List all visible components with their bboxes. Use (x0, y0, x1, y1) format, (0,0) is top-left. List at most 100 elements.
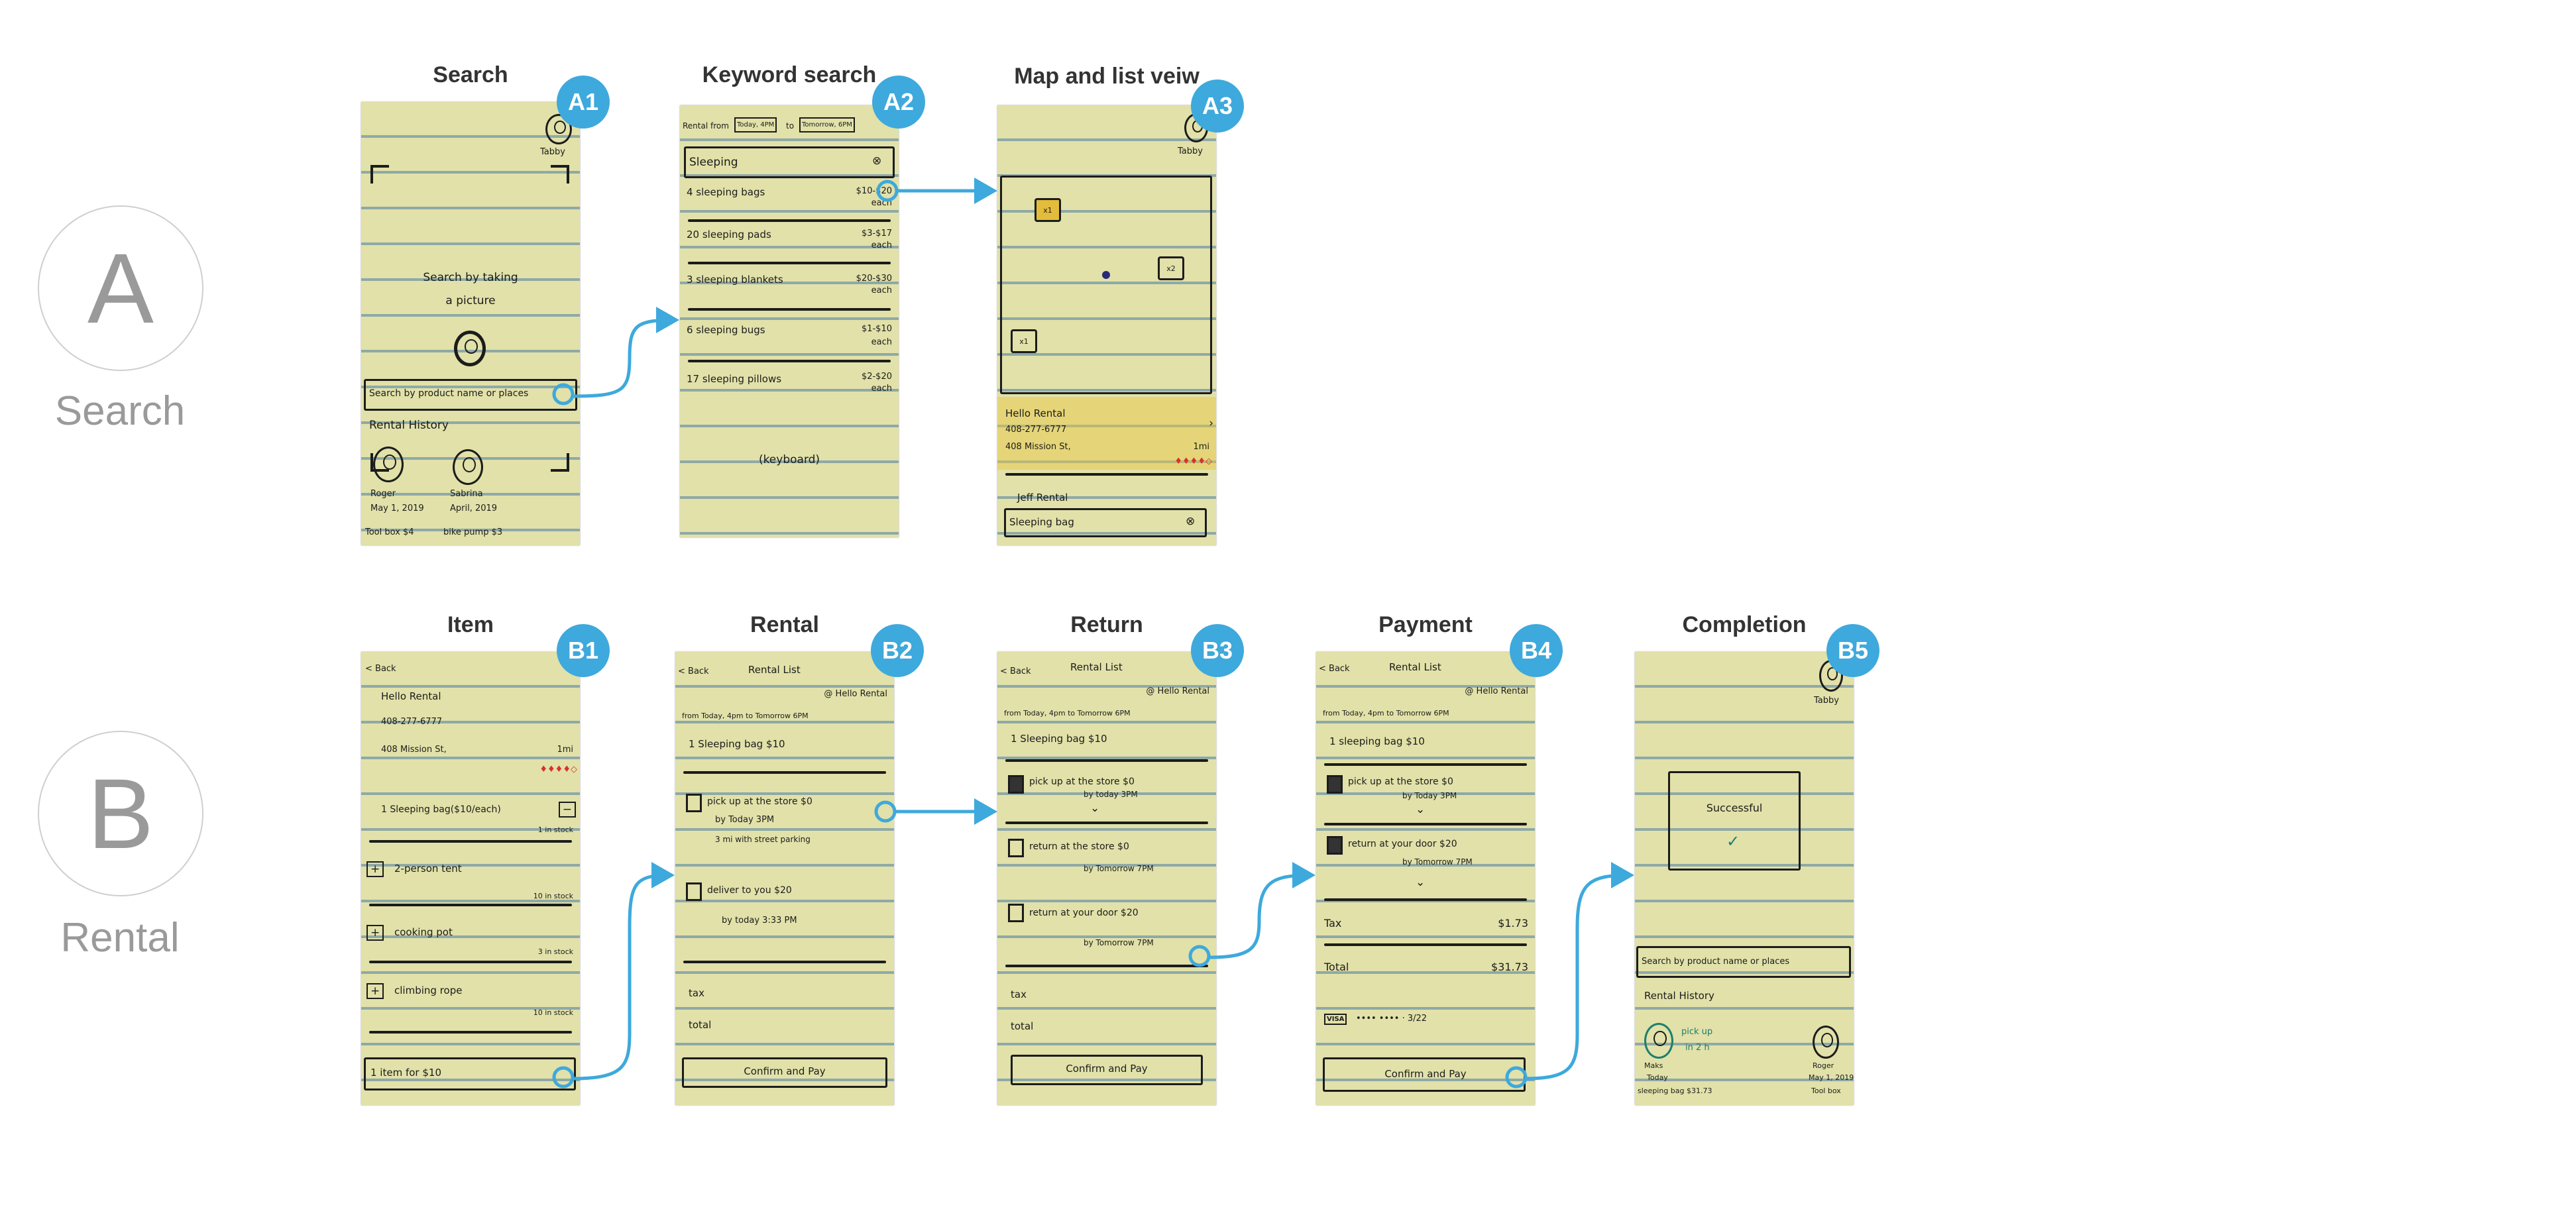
divider (688, 262, 891, 264)
option-checkbox[interactable] (1008, 839, 1024, 857)
result-name[interactable]: 17 sleeping pillows (687, 373, 782, 385)
screen-title-b4: Payment (1378, 612, 1473, 637)
confirm-label: Confirm and Pay (744, 1065, 826, 1077)
chevron-down-icon[interactable]: ⌄ (1416, 876, 1426, 889)
user-name: Tabby (540, 147, 565, 157)
search-placeholder: Search by product name or places (369, 388, 529, 399)
search-input[interactable] (684, 146, 895, 178)
option-checkbox-checked[interactable] (1008, 775, 1024, 794)
option-checkbox[interactable] (1008, 904, 1024, 922)
result-name[interactable]: 3 sleeping blankets (687, 274, 783, 286)
user-name: Tabby (1178, 146, 1203, 156)
clear-icon[interactable]: ⊗ (872, 154, 882, 168)
history-avatar-icon[interactable] (453, 449, 483, 485)
divider (683, 961, 886, 963)
option-time: by Today 3PM (1402, 791, 1457, 800)
option-label: return at the store $0 (1029, 841, 1129, 852)
divider (369, 840, 572, 843)
screen-title-a1: Search (433, 62, 508, 87)
clear-icon[interactable]: ⊗ (1186, 515, 1196, 528)
history-avatar-icon[interactable] (1813, 1026, 1839, 1059)
confirm-and-pay-button[interactable] (682, 1057, 887, 1088)
screen-b3-return: < Back Rental List @ Hello Rental from T… (997, 652, 1216, 1105)
check-icon: ✓ (1726, 832, 1740, 851)
option-time: by today 3PM (1084, 790, 1138, 799)
screen-a1-search: Tabby Search by taking a picture Search … (361, 102, 580, 545)
item-name[interactable]: 2-person tent (394, 863, 462, 875)
add-item-button[interactable]: + (366, 983, 384, 999)
back-button[interactable]: < Back (1000, 666, 1031, 676)
screen-b1-item: < Back Hello Rental 408-277-6777 408 Mis… (361, 652, 580, 1105)
result-price: $20-$30 (856, 274, 892, 284)
divider (1324, 763, 1527, 766)
back-button[interactable]: < Back (1319, 664, 1350, 674)
store-card-selected[interactable] (997, 397, 1216, 470)
history-date: April, 2019 (450, 504, 498, 513)
add-item-button[interactable]: + (366, 861, 384, 877)
section-b-marker: B (38, 731, 203, 896)
rental-item: 1 Sleeping bag $10 (1011, 733, 1107, 745)
user-name: Tabby (1814, 696, 1839, 706)
user-avatar-icon[interactable] (545, 114, 572, 144)
divider (688, 308, 891, 311)
viewfinder-corner-icon (551, 453, 569, 472)
screen-b2-rental: < Back Rental List @ Hello Rental from T… (675, 652, 894, 1105)
chevron-down-icon[interactable]: ⌄ (1090, 802, 1100, 815)
total-label: Total (1324, 961, 1349, 973)
item-name[interactable]: 1 Sleeping bag($10/each) (381, 804, 501, 815)
map-pin-selected[interactable]: x1 (1035, 198, 1061, 222)
confirm-and-pay-button[interactable] (1011, 1055, 1203, 1085)
result-name[interactable]: 4 sleeping bags (687, 186, 765, 198)
history-avatar-icon[interactable] (373, 447, 404, 482)
divider (369, 961, 572, 963)
divider (1005, 965, 1208, 967)
back-button[interactable]: < Back (365, 664, 396, 674)
history-name: Sabrina (450, 489, 483, 499)
viewfinder-corner-icon (370, 165, 389, 184)
search-input[interactable] (1004, 508, 1207, 537)
cart-button[interactable] (364, 1057, 576, 1090)
chevron-down-icon[interactable]: ⌄ (1416, 803, 1426, 816)
chevron-right-icon[interactable]: › (1209, 417, 1213, 430)
option-checkbox-checked[interactable] (1327, 836, 1343, 855)
remove-item-button[interactable]: − (558, 802, 576, 818)
option-checkbox[interactable] (686, 882, 702, 901)
result-name[interactable]: 20 sleeping pads (687, 229, 771, 240)
map-pin[interactable]: x1 (1011, 329, 1037, 353)
history-date: May 1, 2019 (370, 504, 424, 513)
option-checkbox-checked[interactable] (1327, 775, 1343, 794)
item-name[interactable]: climbing rope (394, 984, 463, 996)
map-pin[interactable]: x2 (1158, 256, 1184, 280)
divider (1324, 823, 1527, 825)
store-name: @ Hello Rental (1465, 686, 1528, 696)
search-input[interactable] (1636, 946, 1851, 978)
visa-card-icon[interactable]: VISA (1324, 1014, 1347, 1025)
map-view[interactable] (1000, 176, 1212, 394)
camera-shutter-button[interactable] (454, 331, 486, 366)
divider (1324, 943, 1527, 946)
back-button[interactable]: < Back (678, 666, 709, 676)
history-name: Roger (1813, 1061, 1834, 1070)
tap-target-b3 (1188, 945, 1211, 967)
photo-search-prompt-2: a picture (445, 294, 496, 307)
arrow-b3-to-b4 (1208, 862, 1316, 959)
current-rental-avatar-icon[interactable] (1644, 1023, 1673, 1059)
store-phone: 408-277-6777 (381, 717, 443, 727)
result-name[interactable]: 6 sleeping bugs (687, 324, 765, 336)
option-checkbox[interactable] (686, 794, 702, 812)
search-placeholder: Search by product name or places (1642, 957, 1790, 967)
add-item-button[interactable]: + (366, 925, 384, 941)
result-unit: each (871, 286, 892, 295)
store-name: Hello Rental (381, 690, 441, 702)
from-date-field[interactable]: Today, 4PM (734, 117, 777, 133)
to-date-field[interactable]: Tomorrow, 6PM (799, 117, 855, 133)
badge-b1: B1 (557, 624, 610, 677)
screen-b4-payment: < Back Rental List @ Hello Rental from T… (1316, 652, 1535, 1105)
rental-item: 1 Sleeping bag $10 (689, 738, 785, 750)
divider (688, 360, 891, 362)
item-name[interactable]: cooking pot (394, 926, 453, 938)
screen-title-b2: Rental (750, 612, 819, 637)
viewfinder-corner-icon (551, 165, 569, 184)
item-stock: 10 in stock (533, 892, 573, 900)
rental-period: from Today, 4pm to Tomorrow 6PM (1004, 709, 1131, 717)
